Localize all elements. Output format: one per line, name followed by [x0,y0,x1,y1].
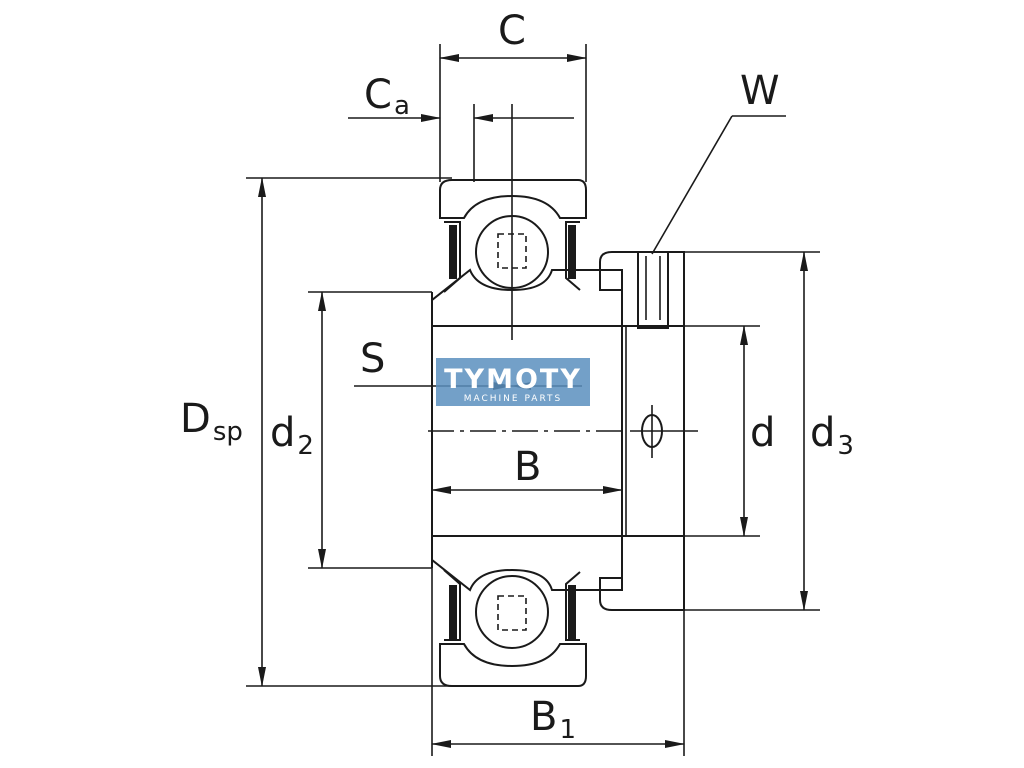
inner-ring-bottom [431,535,623,592]
seal-left-top [443,221,461,293]
seal-left-bottom [443,569,461,641]
dim-W: W [651,68,786,255]
seal-right-bottom [565,571,581,641]
outer-ring-bottom [439,643,587,687]
dim-d3: d3 [684,251,854,611]
locking-collar-top [599,251,685,329]
label-d2: d2 [270,410,314,461]
label-Dsp: Dsp [180,396,243,447]
dim-B1: B1 [431,568,685,756]
bore-outline [431,292,685,568]
outer-ring-top [439,179,587,219]
label-B: B [514,444,541,490]
ball-bottom [475,575,549,649]
watermark-logo: TYMOTY MACHINE PARTS [436,358,590,406]
label-d: d [750,410,775,456]
label-d3: d3 [810,410,854,461]
dim-d: d [684,325,775,537]
label-S: S [360,336,385,382]
dim-B: B [431,444,623,494]
dim-C: C [439,8,587,182]
dim-Dsp: Dsp [180,177,452,687]
dim-Ca: Ca [348,72,574,182]
set-screw-symbol [630,405,698,458]
label-W: W [740,68,780,114]
label-Ca: Ca [364,72,410,121]
dim-S: S [354,336,582,390]
watermark-subtitle: MACHINE PARTS [464,394,563,404]
seal-right-top [565,221,581,291]
label-C: C [498,8,526,54]
dim-d2: d2 [270,291,432,569]
watermark-title: TYMOTY [444,364,582,395]
locking-collar-bottom [599,535,685,611]
label-B1: B1 [530,694,576,745]
